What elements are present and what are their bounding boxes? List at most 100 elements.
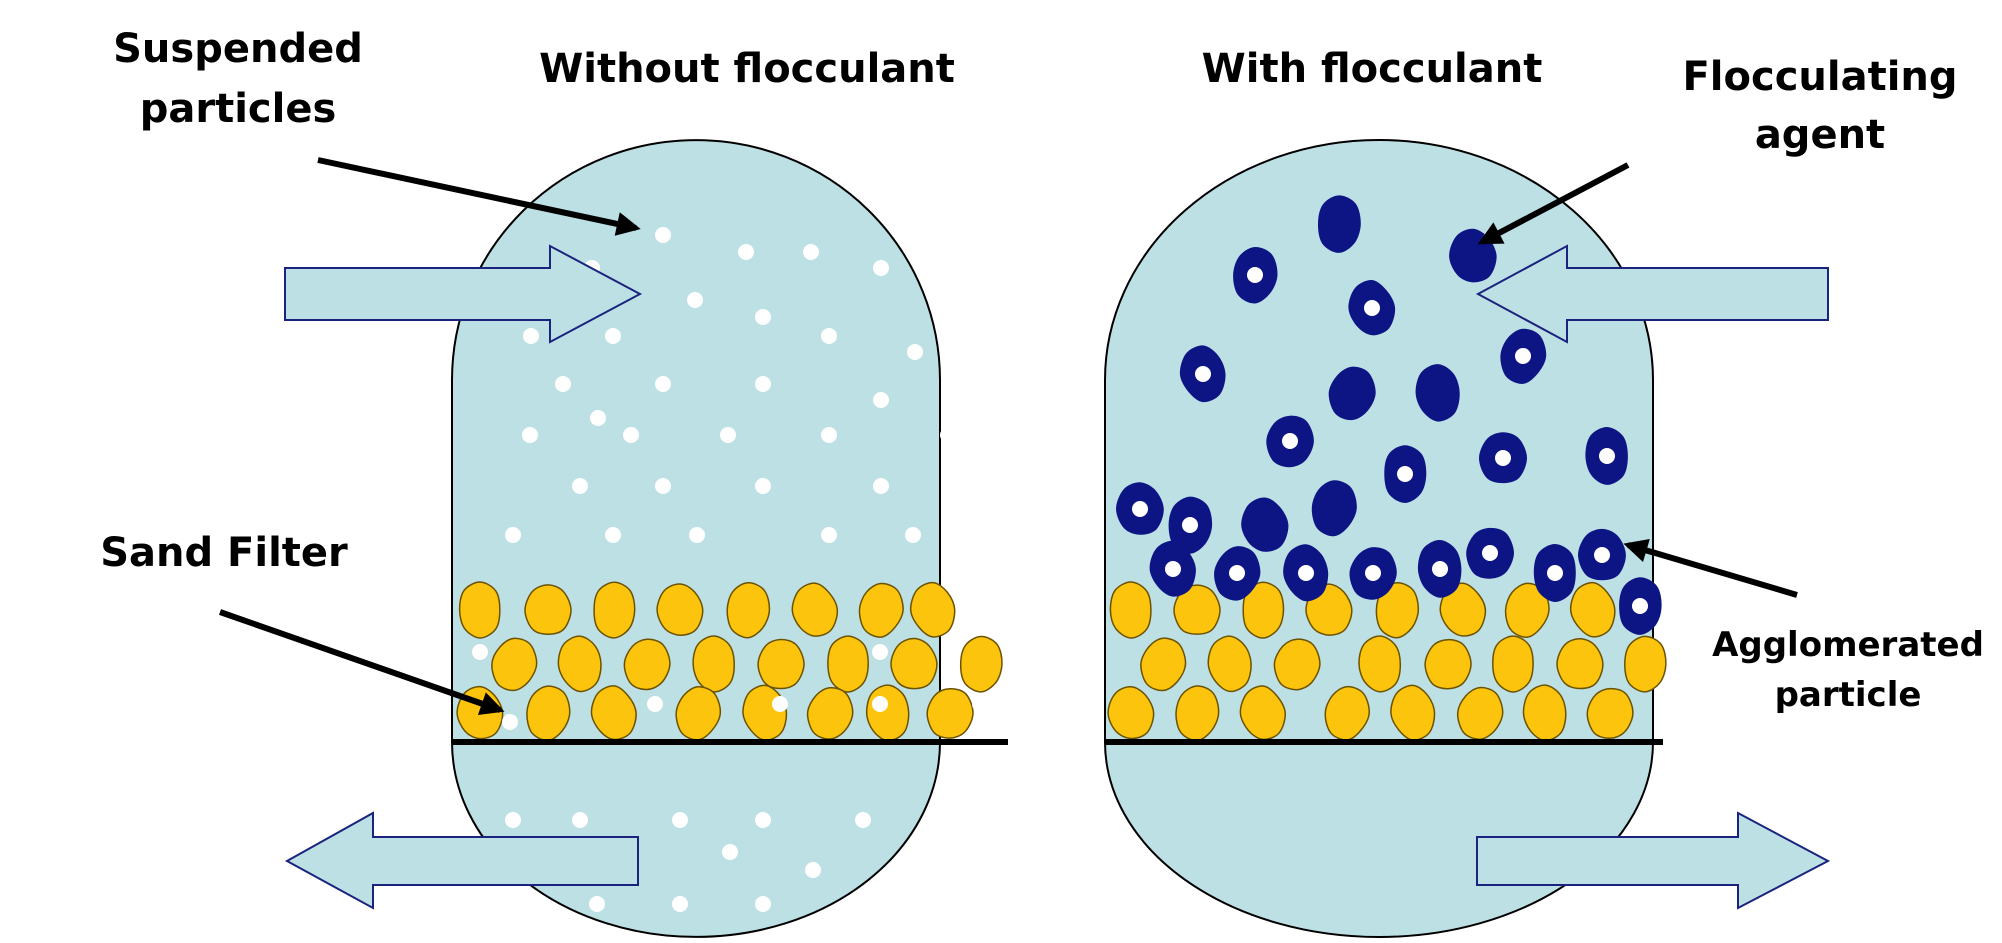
- suspended-particle: [523, 328, 539, 344]
- sand-grain: [692, 635, 735, 693]
- captured-particle: [1432, 561, 1448, 577]
- suspended-particle: [502, 714, 518, 730]
- suspended-particle: [689, 527, 705, 543]
- suspended-particle: [755, 478, 771, 494]
- suspended-particle: [572, 812, 588, 828]
- suspended-particle: [623, 427, 639, 443]
- sand-grain: [557, 635, 602, 693]
- captured-particle: [1547, 565, 1563, 581]
- label-flocculating-agent-line2: agent: [1755, 112, 1885, 158]
- captured-particle: [1132, 501, 1148, 517]
- suspended-particle: [672, 812, 688, 828]
- suspended-particle: [821, 527, 837, 543]
- sand-grain: [1140, 637, 1187, 692]
- flocculant-particle: [1311, 480, 1357, 537]
- suspended-particle: [672, 896, 688, 912]
- captured-particle: [1594, 547, 1610, 563]
- sand-grain: [1586, 687, 1634, 740]
- suspended-particle: [655, 376, 671, 392]
- sand-grain: [623, 638, 671, 691]
- sand-grain: [458, 581, 501, 639]
- sand-grain: [890, 637, 938, 690]
- pointer-arrow-agglomerated: [1623, 538, 1798, 598]
- suspended-particle: [590, 410, 606, 426]
- suspended-particle: [472, 644, 488, 660]
- suspended-particle: [872, 696, 888, 712]
- suspended-particle: [821, 427, 837, 443]
- sand-grain: [827, 635, 869, 693]
- suspended-particle: [855, 812, 871, 828]
- sand-grain: [1492, 635, 1534, 693]
- label-flocculating-agent-line1: Flocculating: [1682, 54, 1957, 100]
- sand-grain: [1109, 581, 1152, 639]
- suspended-particle: [805, 862, 821, 878]
- captured-particle: [1282, 433, 1298, 449]
- sand-grain: [726, 582, 771, 639]
- sand-grain: [909, 581, 956, 638]
- suspended-particle: [505, 812, 521, 828]
- suspended-particle: [687, 292, 703, 308]
- sand-grain: [791, 582, 839, 637]
- sand-grain: [1556, 637, 1604, 690]
- suspended-particle: [572, 478, 588, 494]
- sand-grain: [858, 582, 904, 638]
- captured-particle: [1364, 300, 1380, 316]
- suspended-particle: [589, 896, 605, 912]
- tank-without-flocculant: [451, 139, 1008, 938]
- flocculant-particle: [1328, 366, 1376, 421]
- flocculant-particle: [1415, 364, 1460, 422]
- suspended-particles-in-sand-left: [472, 644, 988, 730]
- sand-grain: [1624, 635, 1667, 693]
- label-agglomerated-particle-line2: particle: [1775, 675, 1922, 715]
- pointer-arrow-sand-filter: [219, 609, 505, 715]
- captured-particle: [1298, 565, 1314, 581]
- captured-particle: [1247, 267, 1263, 283]
- suspended-particle: [873, 478, 889, 494]
- suspended-particle: [605, 328, 621, 344]
- suspended-particle: [873, 260, 889, 276]
- suspended-particle: [720, 427, 736, 443]
- pointer-arrow-flocculating: [1477, 162, 1630, 245]
- outflow-arrow-right: [1476, 811, 1831, 910]
- sand-grain: [1107, 686, 1155, 740]
- sand-bed-left: [456, 581, 1003, 742]
- captured-particle: [1365, 565, 1381, 581]
- inflow-arrow-right: [1475, 244, 1829, 344]
- suspended-particle: [872, 644, 888, 660]
- suspended-particle: [755, 812, 771, 828]
- title-with-flocculant: With flocculant: [1202, 46, 1543, 92]
- suspended-particle: [905, 527, 921, 543]
- sand-grain: [1569, 581, 1616, 638]
- outflow-arrow-left: [284, 811, 639, 910]
- suspended-particle: [722, 844, 738, 860]
- captured-particle: [1515, 348, 1531, 364]
- tank-with-flocculant: [1104, 139, 1667, 938]
- suspended-particle: [972, 696, 988, 712]
- captured-particle: [1182, 517, 1198, 533]
- sand-grain: [593, 581, 636, 639]
- sand-grain: [1273, 638, 1321, 691]
- label-suspended-particles-line1: Suspended: [113, 26, 363, 72]
- suspended-particle: [505, 527, 521, 543]
- sand-grain: [1207, 635, 1252, 693]
- suspended-particle: [605, 527, 621, 543]
- label-suspended-particles-line2: particles: [140, 86, 337, 132]
- suspended-particle: [821, 328, 837, 344]
- suspended-particle: [755, 309, 771, 325]
- suspended-particle: [940, 427, 956, 443]
- suspended-particle: [907, 344, 923, 360]
- captured-particle: [1632, 598, 1648, 614]
- captured-particle: [1195, 366, 1211, 382]
- pointer-arrow-suspended: [317, 157, 641, 236]
- label-sand-filter: Sand Filter: [100, 530, 348, 576]
- suspended-particle: [555, 376, 571, 392]
- suspended-particle: [655, 478, 671, 494]
- sand-grain: [656, 583, 704, 636]
- captured-particle: [1599, 448, 1615, 464]
- sand-bed-right: [1107, 581, 1667, 742]
- sand-grain: [926, 688, 974, 739]
- captured-particle: [1495, 450, 1511, 466]
- sand-grain: [1358, 635, 1402, 693]
- flocculant-particles: [1116, 195, 1662, 635]
